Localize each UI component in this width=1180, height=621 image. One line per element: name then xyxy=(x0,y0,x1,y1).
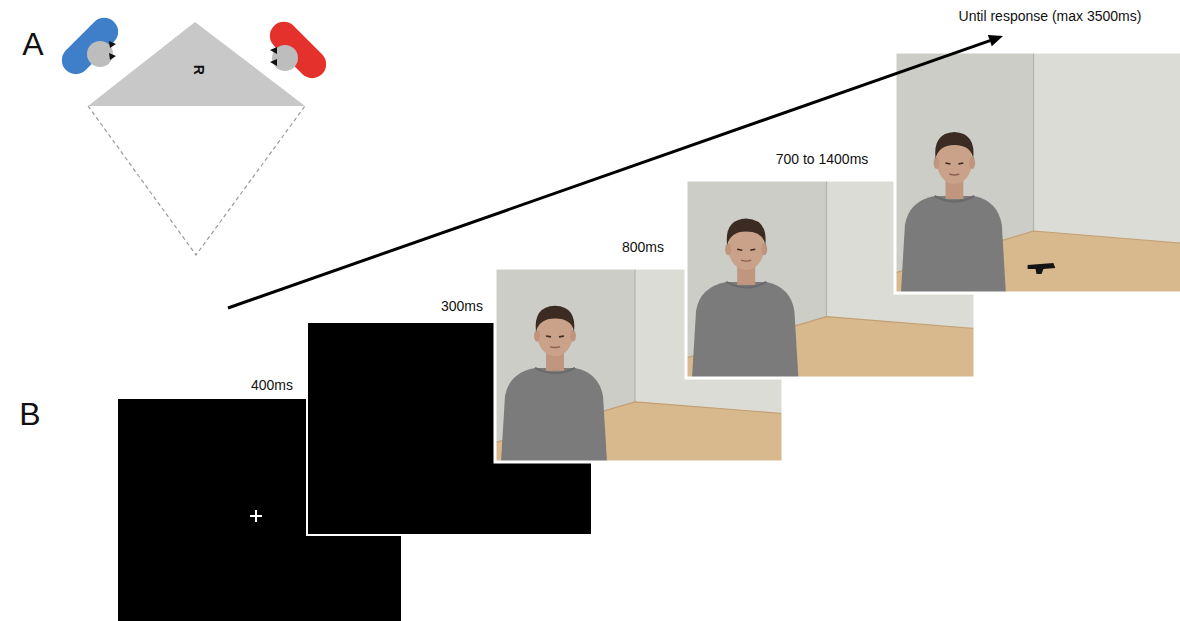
panel-letter: B xyxy=(19,397,40,432)
duration-label: 700 to 1400ms xyxy=(776,152,869,167)
duration-label: Until response (max 3500ms) xyxy=(959,9,1142,24)
duration-label: 300ms xyxy=(441,299,483,314)
duration-label: 400ms xyxy=(251,378,293,393)
duration-label: 800ms xyxy=(622,240,664,255)
panel-letter: A xyxy=(22,27,43,62)
seat-marker: R xyxy=(190,65,205,75)
